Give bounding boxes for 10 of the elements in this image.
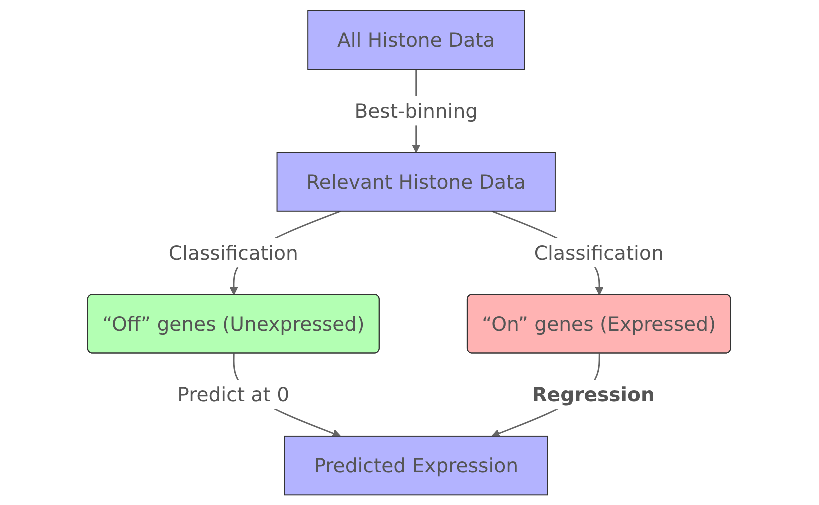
process-box: “Off” genes (Unexpressed) bbox=[88, 294, 380, 354]
edge-label: Predict at 0 bbox=[178, 380, 290, 410]
edge-label: Classification bbox=[534, 238, 664, 268]
process-box: “On” genes (Expressed) bbox=[467, 294, 732, 354]
process-box: Relevant Histone Data bbox=[276, 152, 556, 212]
edge-label: Classification bbox=[169, 238, 299, 268]
edge-label: Regression bbox=[532, 380, 656, 410]
process-box: Predicted Expression bbox=[284, 435, 549, 496]
process-box: All Histone Data bbox=[308, 10, 526, 70]
edge-label: Best-binning bbox=[354, 96, 478, 126]
